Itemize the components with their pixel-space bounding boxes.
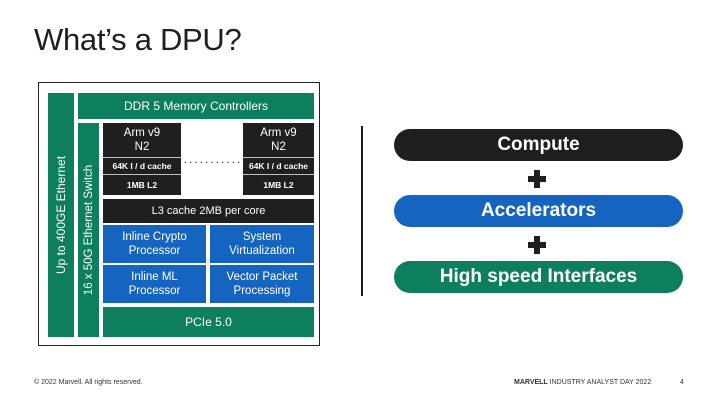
compute-pill: Compute [394,129,683,161]
accel-vector-packet: Vector Packet Processing [210,265,314,303]
core-1-name-line2: N2 [134,141,150,153]
accel-system-virtualization-line1: System [242,231,282,243]
switch-label: 16 x 50G Ethernet Switch [82,164,95,296]
core-1-cache: 64K I / d cache [103,157,181,174]
memory-controllers: DDR 5 Memory Controllers [78,93,314,119]
diagram-frame [38,82,320,346]
plus-icon [527,235,547,255]
core-1-name: Arm v9 N2 [103,123,181,157]
core-2-name-line1: Arm v9 [260,127,297,139]
core-2-cache: 64K I / d cache [243,157,314,174]
pcie-block: PCIe 5.0 [103,307,314,337]
slide-title: What’s a DPU? [34,22,242,57]
accel-system-virtualization: System Virtualization [210,225,314,263]
event-label: MARVELL INDUSTRY ANALYST DAY 2022 [514,379,651,386]
accel-inline-crypto-line1: Inline Crypto [122,231,187,243]
interfaces-pill: High speed Interfaces [394,261,683,293]
core-1-l2: 1MB L2 [103,174,181,195]
accel-inline-ml: Inline ML Processor [103,265,206,303]
accel-vector-packet-line1: Vector Packet [226,271,298,283]
core-2-l2: 1MB L2 [243,174,314,195]
event-name: INDUSTRY ANALYST DAY 2022 [549,379,652,386]
accel-vector-packet-line2: Processing [233,285,291,297]
accel-inline-ml-line2: Processor [128,285,181,297]
page-number: 4 [680,379,684,386]
ethernet-label: Up to 400GE Ethernet [54,155,68,275]
vertical-divider [361,126,363,296]
accel-inline-crypto-line2: Processor [128,245,181,257]
switch-column [78,123,99,337]
accelerators-pill: Accelerators [394,195,683,227]
copyright-text: © 2022 Marvell. All rights reserved. [34,379,143,386]
accel-inline-crypto: Inline Crypto Processor [103,225,206,263]
plus-icon [527,169,547,189]
accel-system-virtualization-line2: Virtualization [229,245,295,257]
l3-cache: L3 cache 2MB per core [103,199,314,223]
core-2-name-line2: N2 [271,141,286,153]
brand-name: MARVELL [514,379,548,386]
core-ellipsis: ........... [183,152,243,166]
core-2-name: Arm v9 N2 [243,123,314,157]
accel-inline-ml-line1: Inline ML [131,271,178,283]
ethernet-column [48,93,74,337]
core-1-name-line1: Arm v9 [123,127,161,139]
